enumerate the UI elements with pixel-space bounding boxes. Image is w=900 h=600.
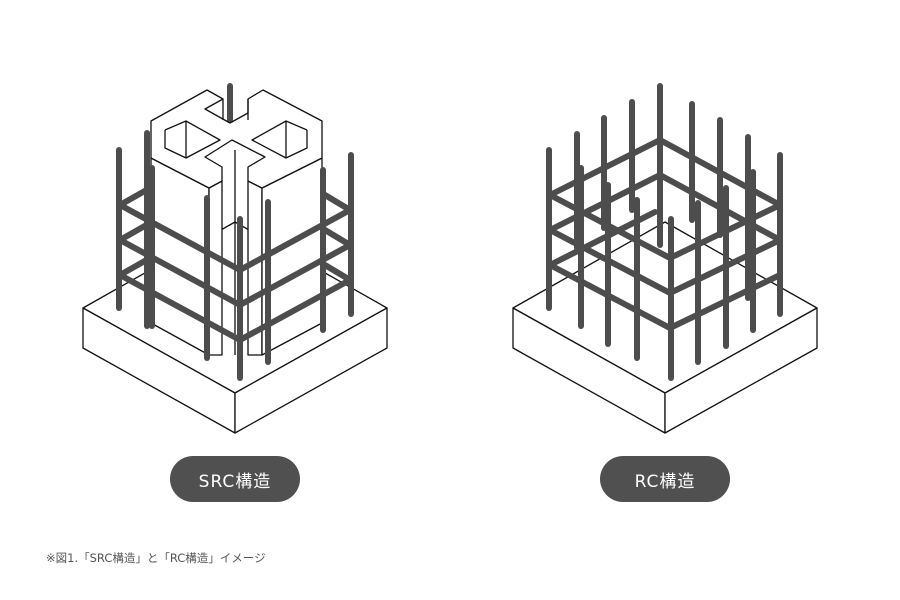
src-illustration xyxy=(82,83,388,434)
rc-illustration xyxy=(512,83,818,434)
rc-base-slab xyxy=(512,221,818,434)
rc-rebar-cage xyxy=(546,83,783,381)
src-structure-label: SRC構造 xyxy=(170,456,300,502)
rc-structure-label: RC構造 xyxy=(600,456,730,502)
src-rebar-cage xyxy=(116,130,354,381)
figure-caption: ※図1.「SRC構造」と「RC構造」イメージ xyxy=(46,551,266,565)
